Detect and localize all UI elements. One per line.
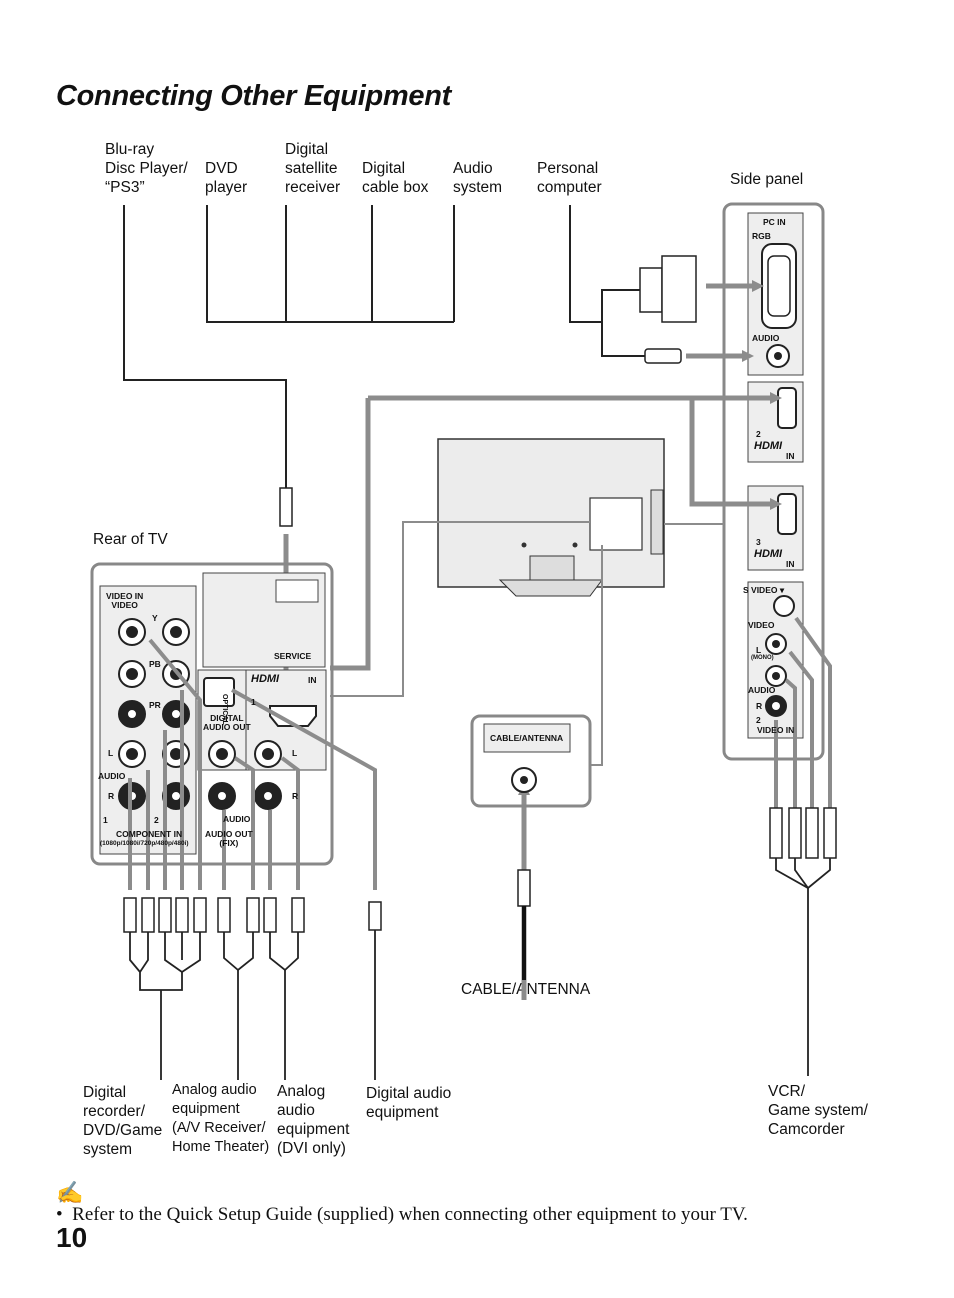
label-dvd-player: DVD player	[205, 160, 248, 196]
side-pc-in-label: PC IN	[763, 217, 786, 227]
rear-y-label: Y	[152, 613, 158, 623]
page-number: 10	[56, 1222, 88, 1253]
side-video-in-label: VIDEO IN	[757, 725, 795, 735]
rear-component-in: COMPONENT IN	[116, 829, 183, 839]
label-rear-of-tv: Rear of TV	[93, 531, 168, 548]
cable-antenna-port-label: CABLE/ANTENNA	[490, 733, 564, 743]
note-bullet: •	[56, 1204, 63, 1225]
rear-r-label: R	[108, 791, 115, 801]
rca-plugs	[123, 487, 531, 933]
pencil-note-icon: ✍	[56, 1180, 84, 1205]
label-analog-audio-av: Analog audio equipment (A/V Receiver/ Ho…	[172, 1082, 270, 1155]
note-text: • Refer to the Quick Setup Guide (suppli…	[56, 1204, 748, 1226]
side-hdmi2-number: 2	[756, 429, 761, 439]
rear-hdmi-in: IN	[308, 675, 317, 685]
side-hdmi2-logo: HDMI	[754, 440, 783, 452]
side-audio-label: AUDIO	[752, 333, 780, 343]
rear-pb-label: PB	[149, 659, 161, 669]
rear-l2-label: L	[292, 748, 298, 758]
side-r-label: R	[756, 701, 763, 711]
rear-digital-audio-out: DIGITAL AUDIO OUT	[203, 713, 251, 732]
vcr-plugs	[769, 807, 837, 859]
side-mono-label: (MONO)	[751, 655, 774, 661]
side-rgb-label: RGB	[752, 231, 771, 241]
side-hdmi2-in: IN	[786, 451, 795, 461]
rear-pr-label: PR	[149, 700, 161, 710]
rear-service-label: SERVICE	[274, 651, 312, 661]
rear-audio-video-cables	[128, 638, 377, 890]
rear-l-label: L	[108, 748, 114, 758]
device-leader-lines	[123, 205, 645, 490]
side-l-label: L	[756, 645, 762, 655]
side-video-in-number: 2	[756, 715, 761, 725]
cable-antenna-panel	[470, 714, 592, 808]
page-title: Connecting Other Equipment	[56, 80, 451, 112]
label-vcr-game-camcorder: VCR/ Game system/ Camcorder	[768, 1083, 868, 1138]
label-digital-recorder: Digital recorder/ DVD/Game system	[83, 1084, 163, 1158]
side-audio2-label: AUDIO	[748, 685, 776, 695]
note-body: Refer to the Quick Setup Guide (supplied…	[72, 1204, 748, 1225]
rear-audio-lbl: AUDIO	[223, 814, 251, 824]
rear-video-in-header: VIDEO IN VIDEO	[106, 591, 144, 610]
side-video-label: VIDEO	[748, 620, 775, 630]
side-panel	[722, 202, 825, 761]
vcr-cables	[774, 616, 832, 808]
rear-audio-label: AUDIO	[98, 771, 126, 781]
rear-hdmi-logo: HDMI	[251, 673, 280, 685]
label-side-panel: Side panel	[730, 171, 804, 188]
label-analog-audio-dvi: Analog audio equipment (DVI only)	[277, 1083, 350, 1157]
bottom-leader-lines	[129, 858, 831, 1080]
label-bluray-player: Blu-ray Disc Player/ “PS3”	[105, 141, 188, 196]
tv-rear-illustration	[437, 438, 665, 597]
rear-input-1: 1	[103, 815, 108, 825]
pc-connectors	[639, 255, 697, 364]
rear-r2-label: R	[292, 791, 299, 801]
side-hdmi3-logo: HDMI	[754, 548, 783, 560]
side-hdmi3-in: IN	[786, 559, 795, 569]
label-personal-computer: Personal computer	[537, 160, 602, 196]
rear-component-res: (1080p/1080i/720p/480p/480i)	[100, 840, 189, 847]
tv-callout-lines	[330, 521, 724, 766]
rear-audio-out-fix: AUDIO OUT (FIX)	[205, 829, 253, 848]
label-audio-system: Audio system	[453, 160, 503, 196]
label-satellite-receiver: Digital satellite receiver	[285, 141, 341, 196]
side-hdmi3-number: 3	[756, 537, 761, 547]
rear-hdmi-number: 1	[251, 697, 256, 707]
label-cable-box: Digital cable box	[362, 160, 429, 196]
side-svideo-label: S VIDEO ▾	[743, 585, 785, 595]
rear-input-2: 2	[154, 815, 159, 825]
label-digital-audio-equipment: Digital audio equipment	[366, 1085, 452, 1121]
